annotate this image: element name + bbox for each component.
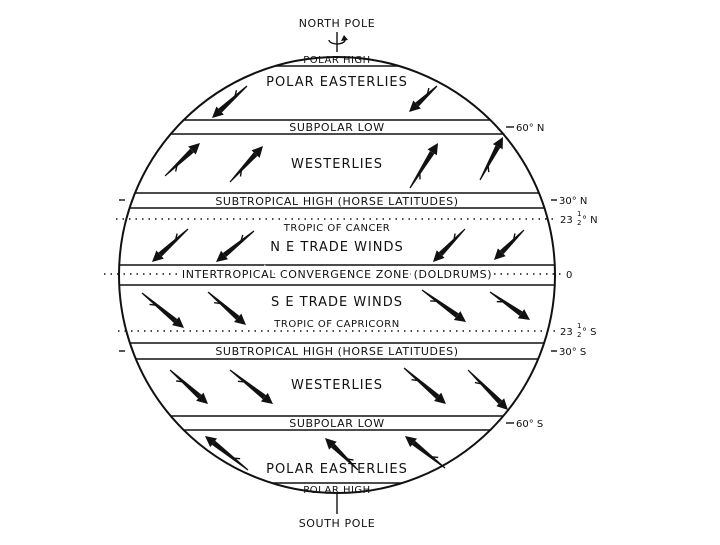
latitude-30n-label: 30° N [559,196,587,207]
subpolar-low-north-label: SUBPOLAR LOW [289,121,384,134]
svg-text:23: 23 [560,327,573,338]
westerlies-south-wind-arrow [170,370,208,404]
latitude-60n-label: 60° N [516,123,544,134]
svg-text:23: 23 [560,215,573,226]
svg-text:° S: ° S [582,327,597,338]
westerlies-south-wind-arrow [230,370,273,404]
westerlies-north-wind-arrow [230,146,263,182]
tropic-of-capricorn-label: TROPIC OF CAPRICORN [273,319,399,330]
ne-trades-wind-arrow [216,231,254,262]
ne-trades-wind-arrow [494,230,524,260]
svg-text:2: 2 [577,219,581,227]
south-pole-label: SOUTH POLE [299,517,376,530]
westerlies-south-wind-arrow [468,370,508,410]
westerlies-south-wind-arrow [404,368,446,404]
polar-easterlies-north-wind-arrow [212,86,247,118]
polar-easterlies-north-label: POLAR EASTERLIES [266,75,408,90]
polar-easterlies-south-wind-arrow [405,436,445,468]
latitude-0-label: 0 [566,270,572,281]
se-trades-wind-arrow [208,292,246,325]
ne-trades-wind-arrow [433,229,465,262]
se-trades-wind-arrow [490,292,530,320]
svg-text:1: 1 [577,322,581,330]
westerlies-north-wind-arrow [165,143,200,176]
ne-trades-wind-arrow [152,229,188,262]
westerlies-north-wind-arrow [409,143,438,188]
svg-text:° N: ° N [582,215,598,226]
latitude-23s-label: 23 1 2 ° S [560,322,597,339]
latitude-60s-label: 60° S [516,419,543,430]
subtropical-high-north-label: SUBTROPICAL HIGH (HORSE LATITUDES) [215,195,458,208]
westerlies-south-label: WESTERLIES [291,378,383,393]
latitude-23n-label: 23 1 2 ° N [560,210,598,227]
polar-easterlies-south-label: POLAR EASTERLIES [266,462,408,477]
westerlies-north-wind-arrow [479,137,503,180]
westerlies-north-label: WESTERLIES [291,157,383,172]
itcz-label: INTERTROPICAL CONVERGENCE ZONE (DOLDRUMS… [182,268,492,281]
tropic-of-cancer-label: TROPIC OF CANCER [283,223,390,234]
svg-text:2: 2 [577,331,581,339]
subpolar-low-south-label: SUBPOLAR LOW [289,417,384,430]
se-trade-winds-label: S E TRADE WINDS [271,295,403,310]
polar-easterlies-north-wind-arrow [409,86,437,112]
polar-high-north-label: POLAR HIGH [303,55,370,66]
se-trades-wind-arrow [142,293,184,328]
se-trades-wind-arrow [422,290,466,322]
ne-trade-winds-label: N E TRADE WINDS [270,240,404,255]
latitude-30s-label: 30° S [559,347,586,358]
north-pole-label: NORTH POLE [299,17,376,30]
rotation-arrow-icon [329,32,348,52]
subtropical-high-south-label: SUBTROPICAL HIGH (HORSE LATITUDES) [215,345,458,358]
svg-text:1: 1 [577,210,581,218]
